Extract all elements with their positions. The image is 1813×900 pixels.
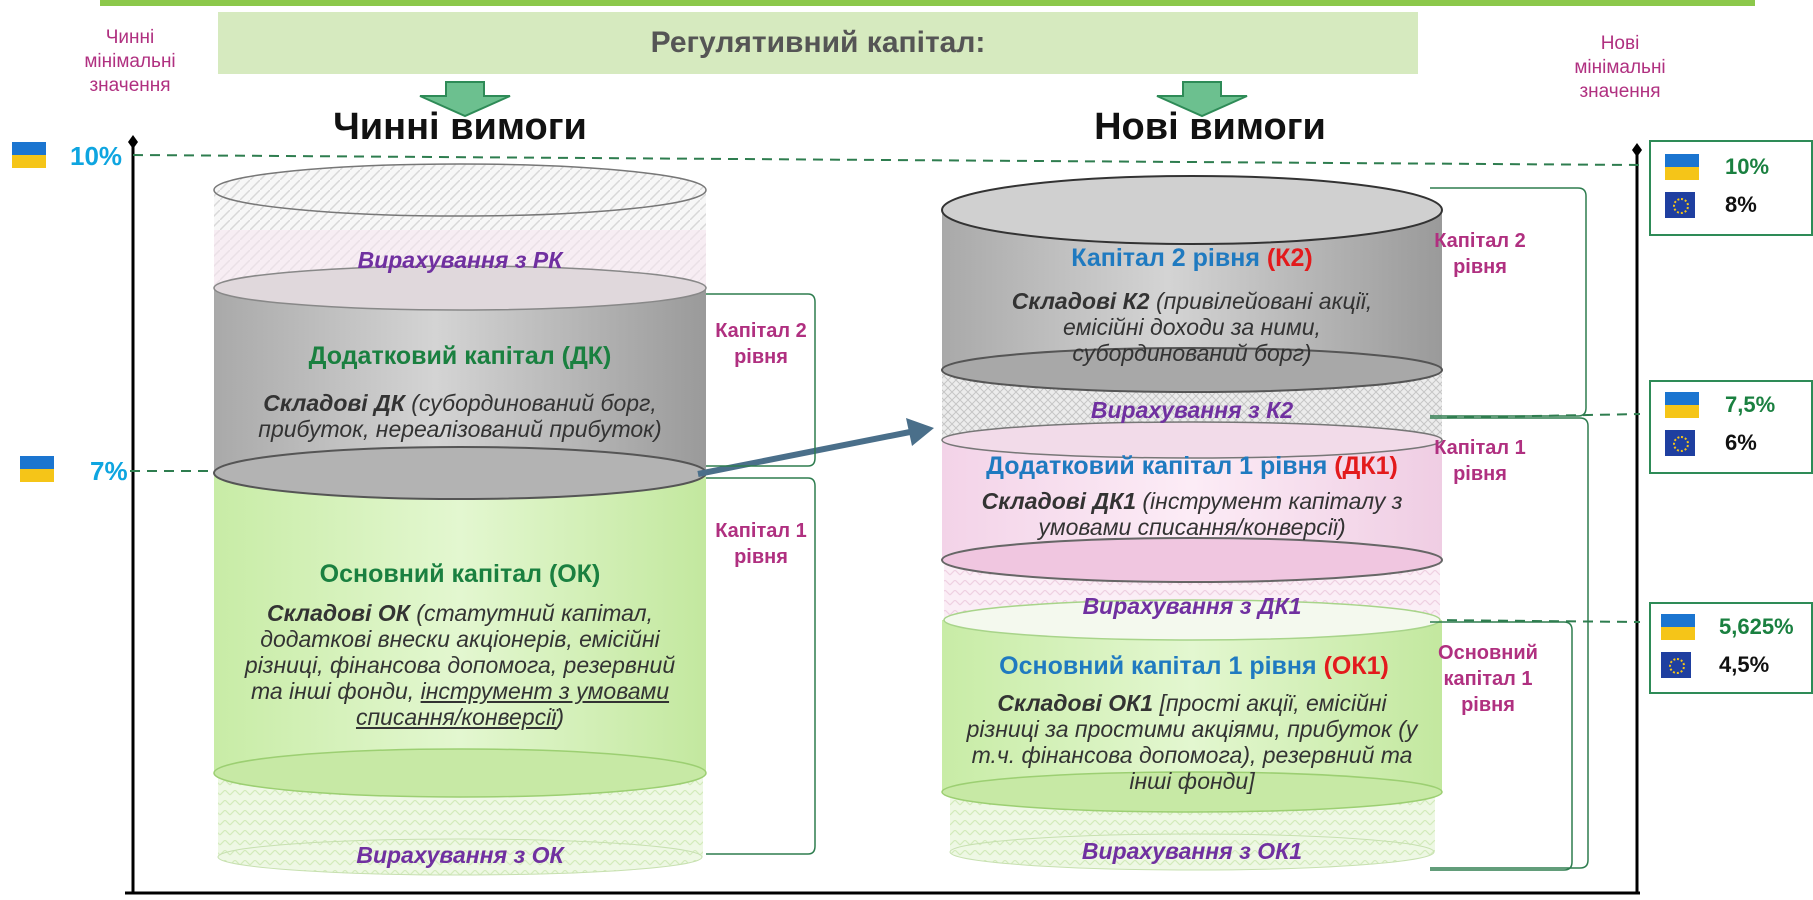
deduction-k2: Вирахування з К2 [1090, 397, 1294, 423]
top-rule [100, 0, 1755, 6]
left-tier2-label: Капітал 2 рівня [715, 320, 807, 368]
right-tier2-label: Капітал 2 рівня [1434, 230, 1526, 278]
ukraine-flag-icon [1665, 392, 1699, 418]
deduction-rk: Вирахування з РК [357, 247, 563, 273]
eu-flag-icon [1665, 430, 1695, 456]
deduction-dk1: Вирахування з ДК1 [1082, 593, 1302, 619]
level-box-5-625: 5,625% 4,5% [1649, 602, 1813, 694]
banner-title: Регулятивний капітал: [218, 12, 1418, 74]
ok-description: Складові ОК (статутний капітал, додатков… [244, 600, 676, 730]
left-tier1-label: Капітал 1 рівня [715, 520, 807, 568]
dk-description: Складові ДК (субординований борг, прибут… [258, 390, 662, 442]
k2-title: Капітал 2 рівня (К2) [1071, 244, 1313, 272]
ok1-description: Складові ОК1 [прості акції, емісійні різ… [966, 690, 1418, 794]
deduction-ok1: Вирахування з ОК1 [1081, 838, 1303, 864]
dk1-description: Складові ДК1 (інструмент капіталу з умов… [981, 488, 1403, 540]
ukraine-flag-icon [1661, 614, 1695, 640]
ukraine-flag-icon [1665, 154, 1699, 180]
ok1-title: Основний капітал 1 рівня (ОК1) [999, 652, 1389, 680]
level-7-label: 7% [90, 456, 128, 486]
eu-flag-icon [1665, 192, 1695, 218]
level-box-7-5: 7,5% 6% [1649, 380, 1813, 474]
k2-description: Складові К2 (привілейовані акції, емісій… [1011, 288, 1373, 366]
new-requirements-header: Нові вимоги [1094, 106, 1326, 148]
ukraine-flag-icon [20, 456, 54, 482]
ok-title: Основний капітал (ОК) [319, 560, 601, 588]
right-cet1-label: Основний капітал 1 рівня [1438, 642, 1538, 716]
level-box-10: 10% 8% [1649, 140, 1813, 236]
current-requirements-header: Чинні вимоги [333, 106, 587, 148]
deduction-ok: Вирахування з ОК [356, 842, 564, 868]
level-10-label: 10% [70, 141, 123, 171]
ukraine-flag-icon [12, 142, 46, 168]
right-tier1-label: Капітал 1 рівня [1434, 437, 1526, 485]
dk1-title: Додатковий капітал 1 рівня (ДК1) [986, 452, 1398, 480]
dk-title: Додатковий капітал (ДК) [308, 342, 612, 370]
eu-flag-icon [1661, 652, 1691, 678]
